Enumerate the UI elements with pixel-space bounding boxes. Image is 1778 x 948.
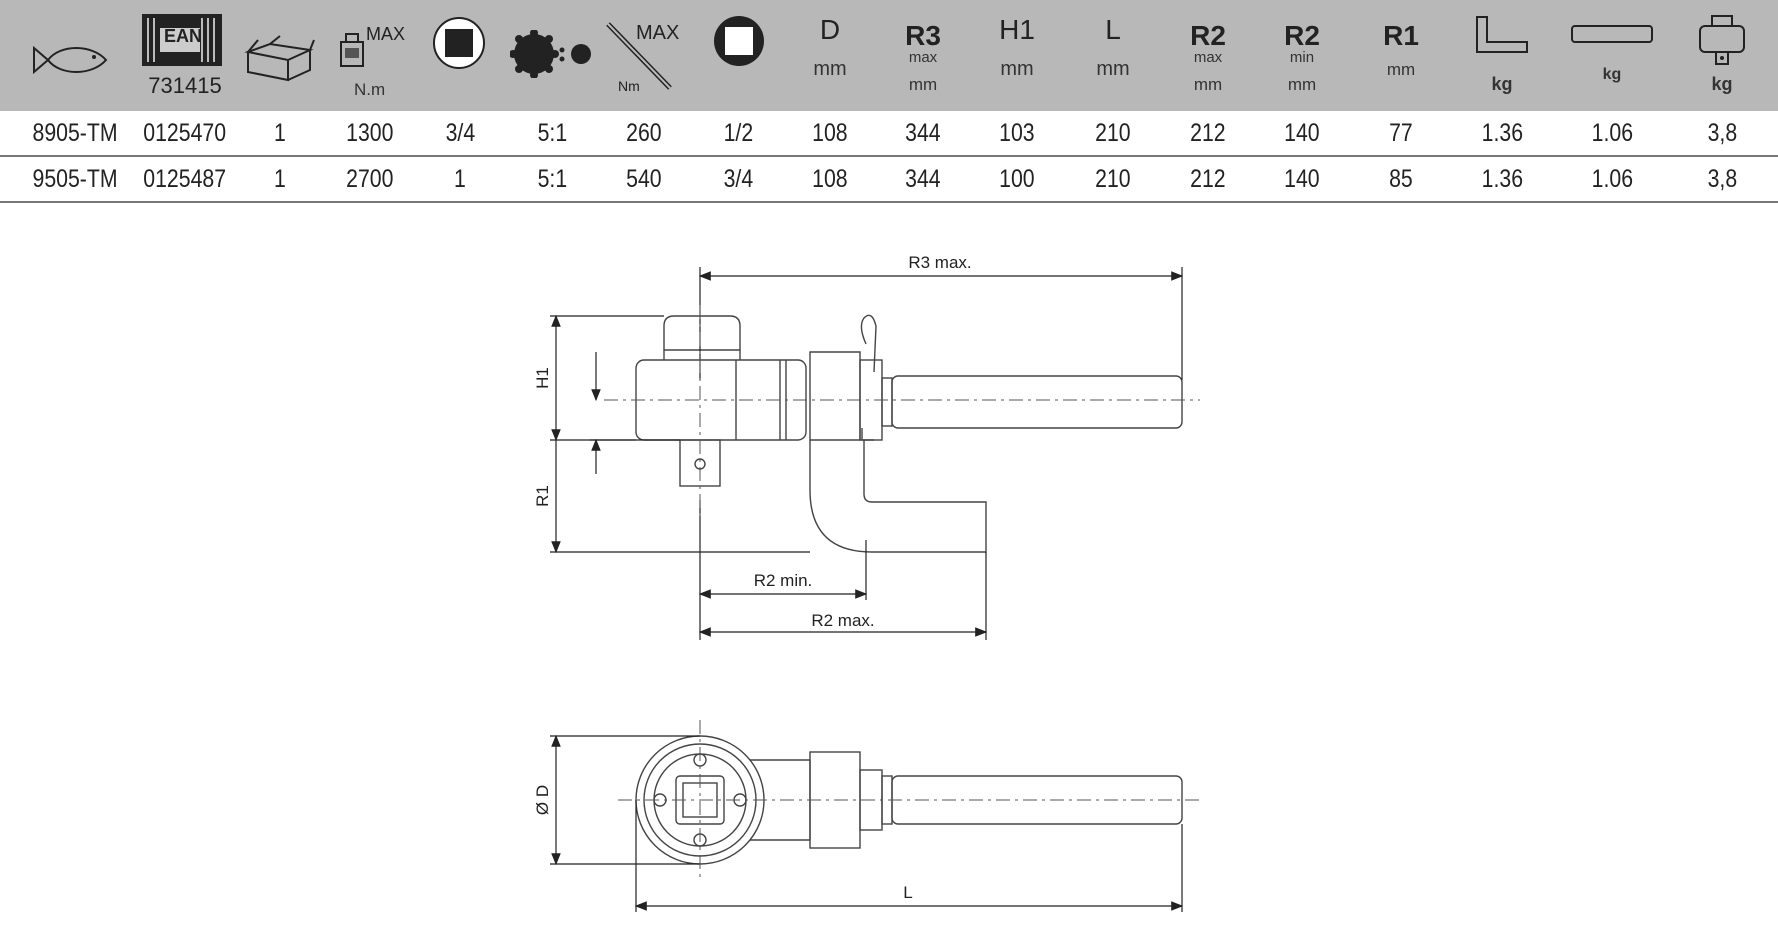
pack-qty: 1 [274,119,286,147]
table-row: 8905-TM 0125470 1 1300 3/4 5:1 260 1/2 1… [0,111,1778,157]
article-code: 9505-TM [32,165,118,193]
input-drive: 1/2 [723,119,753,147]
box-icon [244,35,315,82]
ean-code: 0125487 [143,165,227,193]
l-handle-icon [1476,16,1528,53]
dim-d: 108 [812,165,848,193]
weight-body: 3,8 [1707,165,1737,193]
multiplier-body-icon [1699,15,1745,65]
dim-r3: 344 [905,119,941,147]
input-drive: 3/4 [723,165,753,193]
weight-unit-1: kg [1491,74,1513,94]
input-max-torque: 540 [626,165,662,193]
col-d: D mm [813,14,847,81]
article-code: 8905-TM [32,119,118,147]
dim-r1: 85 [1389,165,1413,193]
pack-qty: 1 [274,165,286,193]
fish-icon [33,45,108,75]
col-l: L mm [1096,14,1130,81]
dim-r2min: 140 [1284,119,1320,147]
ratio: 5:1 [537,119,567,147]
weight-bar: 1.06 [1591,165,1633,193]
weight-l-handle: 1.36 [1481,165,1523,193]
ratio: 5:1 [537,165,567,193]
d-label: Ø D [533,785,552,815]
dim-h1: 100 [999,165,1035,193]
r2-max-label: R2 max. [811,611,874,630]
input-wrench-icon [606,22,672,90]
barcode-icon [142,14,222,66]
nm-label: Nm [618,78,640,94]
output-drive: 1 [454,165,466,193]
dim-l: 210 [1095,119,1131,147]
col-h1: H1 mm [999,14,1035,81]
max-torque: 1300 [346,119,394,147]
dim-r1: 77 [1389,119,1413,147]
max-label: MAX [366,24,406,44]
input-max-torque: 260 [626,119,662,147]
weight-l-handle: 1.36 [1481,119,1523,147]
l-label: L [903,883,912,902]
straight-bar-icon [1571,25,1653,43]
dim-d: 108 [812,119,848,147]
r2-min-label: R2 min. [754,571,813,590]
dim-h1: 103 [999,119,1035,147]
col-r2max: R2 max mm [1190,20,1226,95]
weight-unit-2: kg [1602,66,1622,83]
max-label-2: MAX [636,22,680,44]
weight-body: 3,8 [1707,119,1737,147]
col-r1: R1 mm [1383,20,1419,80]
dim-r3: 344 [905,165,941,193]
max-torque: 2700 [346,165,394,193]
dim-r2max: 212 [1190,165,1226,193]
h1-label: H1 [533,367,552,389]
ean-number: 731415 [148,73,222,98]
col-r3max: R3 max mm [905,20,941,95]
input-square-drive-icon [714,16,764,66]
r3-label: R3 max. [908,253,971,272]
r1-label: R1 [533,485,552,507]
output-square-drive-icon [433,17,485,69]
gear-ratio-icon [510,30,591,78]
weight-unit-3: kg [1711,74,1733,94]
weight-bar: 1.06 [1591,119,1633,147]
dim-l: 210 [1095,165,1131,193]
output-drive: 3/4 [445,119,475,147]
dim-r2max: 212 [1190,119,1226,147]
dim-r2min: 140 [1284,165,1320,193]
col-r2min: R2 min mm [1284,20,1320,95]
torque-unit: N.m [354,80,386,99]
ean-code: 0125470 [143,119,227,147]
torque-multiplier-icon [340,33,364,67]
ean-label: EAN [163,26,202,46]
table-row: 9505-TM 0125487 1 2700 1 5:1 540 3/4 108… [0,157,1778,203]
table-header: EAN 731415 MAX N.m MAX Nm [0,0,1778,111]
